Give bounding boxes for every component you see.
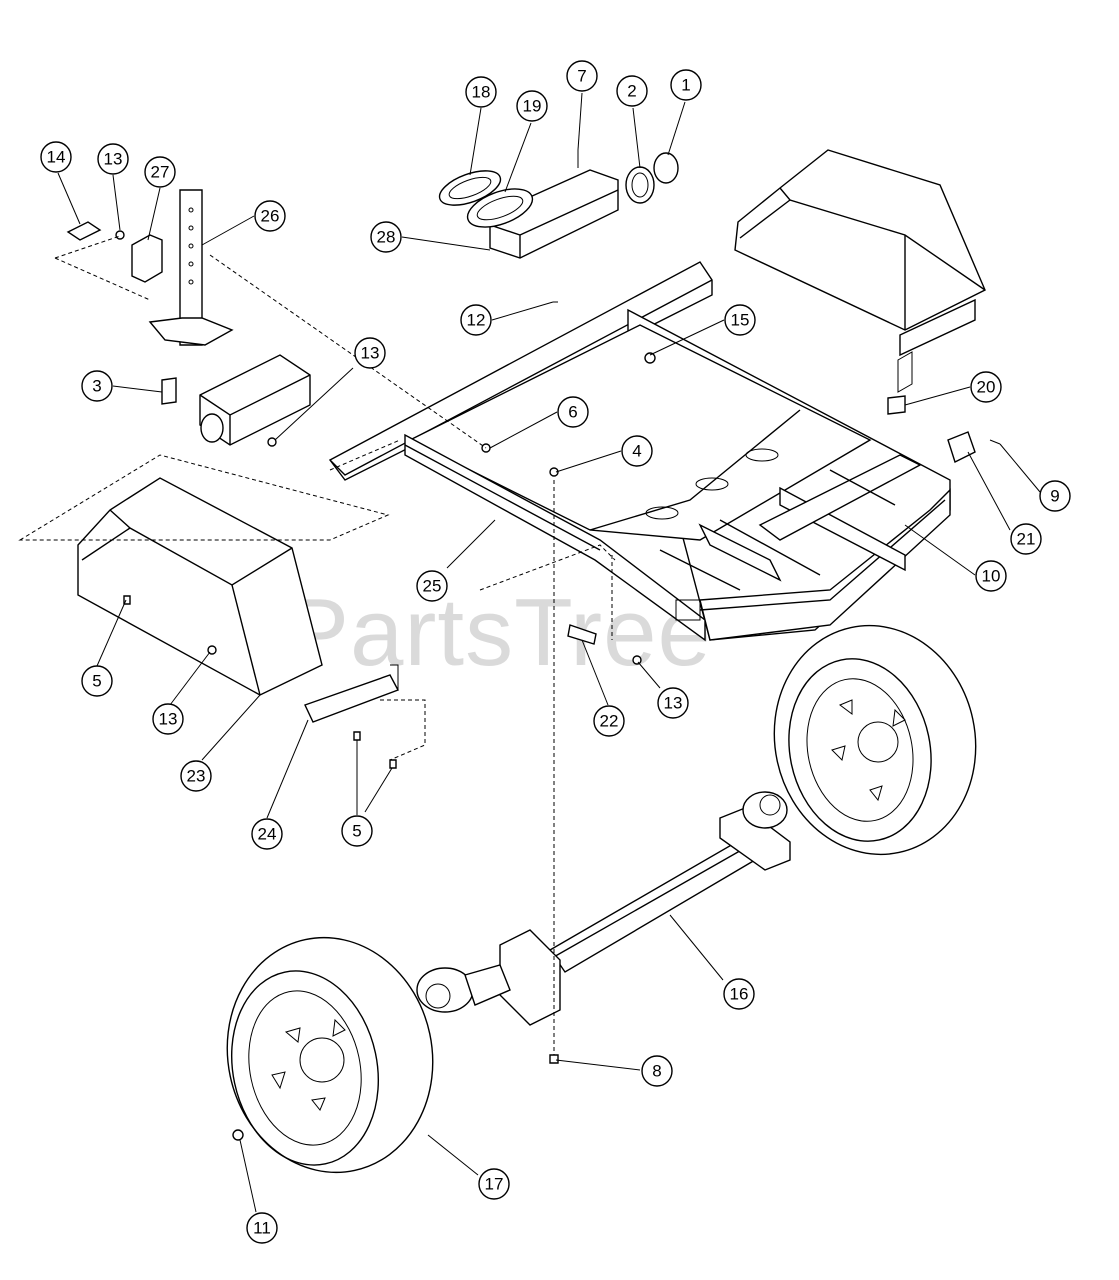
svg-text:15: 15: [731, 311, 750, 330]
fender-right: [734, 149, 986, 393]
callout-19: 19: [516, 90, 548, 122]
svg-text:4: 4: [632, 442, 641, 461]
svg-text:26: 26: [261, 207, 280, 226]
svg-text:23: 23: [187, 767, 206, 786]
callout-8: 8: [641, 1055, 673, 1087]
callouts: 1 2 7 19 18 28 14 13 27 26 12 15 3 13 6 …: [40, 60, 1071, 1244]
callout-20: 20: [970, 371, 1002, 403]
callout-24: 24: [251, 818, 283, 850]
callout-14: 14: [40, 141, 72, 173]
callout-5: 5: [341, 815, 373, 847]
callout-1: 1: [670, 69, 702, 101]
svg-text:25: 25: [423, 577, 442, 596]
callout-7: 7: [566, 60, 598, 92]
callout-28: 28: [370, 221, 402, 253]
watermark: PartsTree: [285, 579, 712, 686]
callout-11: 11: [246, 1212, 278, 1244]
callout-13: 13: [152, 703, 184, 735]
svg-text:9: 9: [1050, 487, 1059, 506]
svg-text:10: 10: [982, 567, 1001, 586]
svg-text:16: 16: [730, 985, 749, 1004]
callout-15: 15: [724, 304, 756, 336]
callout-3: 3: [81, 370, 113, 402]
svg-text:5: 5: [92, 672, 101, 691]
callout-2: 2: [616, 75, 648, 107]
svg-text:27: 27: [151, 163, 170, 182]
callout-13: 13: [354, 337, 386, 369]
svg-text:13: 13: [361, 344, 380, 363]
callout-22: 22: [593, 705, 625, 737]
callout-10: 10: [975, 560, 1007, 592]
callout-25: 25: [416, 570, 448, 602]
svg-text:7: 7: [577, 67, 586, 86]
svg-text:22: 22: [600, 712, 619, 731]
callout-9: 9: [1039, 480, 1071, 512]
callout-26: 26: [254, 200, 286, 232]
assembly-lines: [18, 235, 616, 1055]
svg-text:13: 13: [104, 150, 123, 169]
callout-23: 23: [180, 760, 212, 792]
axle: [416, 791, 791, 1026]
svg-text:14: 14: [47, 148, 66, 167]
callout-18: 18: [465, 76, 497, 108]
callout-17: 17: [478, 1168, 510, 1200]
svg-text:13: 13: [664, 694, 683, 713]
svg-text:19: 19: [523, 97, 542, 116]
callout-13: 13: [657, 687, 689, 719]
tongue-tube: [161, 354, 311, 446]
jack-stand: [66, 189, 234, 346]
svg-text:6: 6: [568, 403, 577, 422]
callout-27: 27: [144, 156, 176, 188]
svg-text:8: 8: [652, 1062, 661, 1081]
trailer-frame: [328, 261, 951, 642]
callout-4: 4: [621, 435, 653, 467]
top-bracket: [438, 150, 679, 259]
callout-12: 12: [460, 304, 492, 336]
svg-text:1: 1: [681, 76, 690, 95]
svg-text:2: 2: [627, 82, 636, 101]
svg-text:13: 13: [159, 710, 178, 729]
fender-left: [77, 477, 323, 696]
leader-lines: [57, 92, 1041, 1213]
callout-16: 16: [723, 978, 755, 1010]
svg-text:12: 12: [467, 311, 486, 330]
wheel-rear-right: [773, 624, 977, 856]
callout-21: 21: [1010, 523, 1042, 555]
callout-6: 6: [557, 396, 589, 428]
svg-text:24: 24: [258, 825, 277, 844]
svg-text:11: 11: [253, 1219, 271, 1238]
callout-13: 13: [97, 143, 129, 175]
svg-text:3: 3: [92, 377, 101, 396]
svg-text:28: 28: [377, 228, 396, 247]
small-hardware: [123, 301, 1001, 1141]
svg-text:5: 5: [352, 822, 361, 841]
svg-text:21: 21: [1017, 530, 1036, 549]
callout-5: 5: [81, 665, 113, 697]
svg-text:17: 17: [485, 1175, 504, 1194]
svg-text:18: 18: [472, 83, 491, 102]
svg-text:20: 20: [977, 378, 996, 397]
wheel-front-left: [226, 936, 434, 1174]
